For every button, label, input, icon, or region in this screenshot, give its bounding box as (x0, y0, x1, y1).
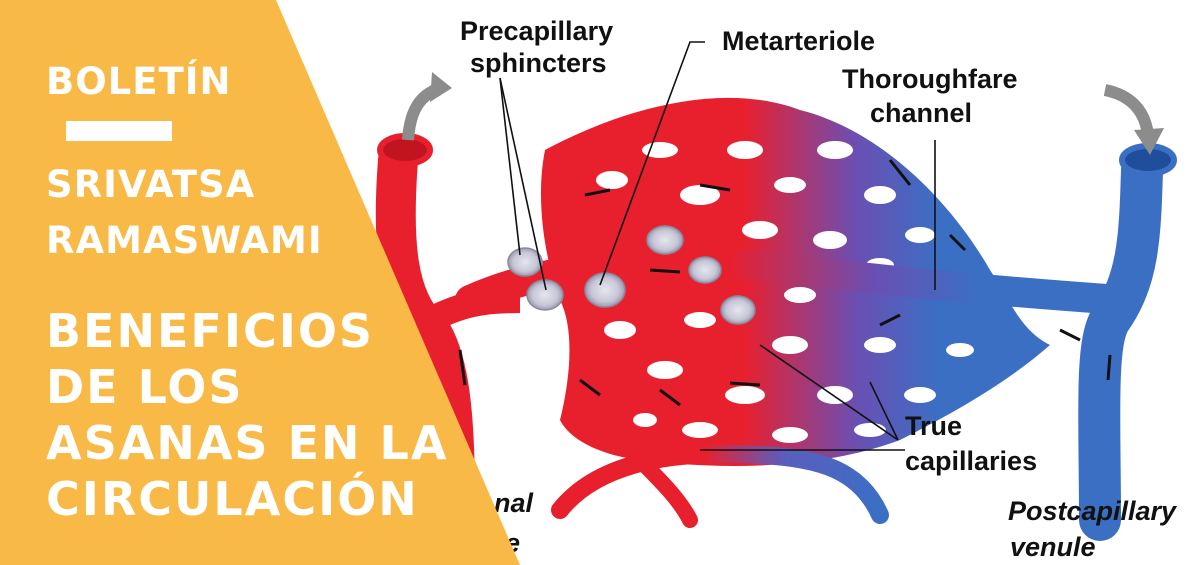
label-postcapillary-line2: venule (1010, 532, 1096, 562)
outflow-arrowhead-icon (1134, 128, 1164, 155)
banner-author-line2: RAMASWAMI (46, 219, 323, 262)
label-thoroughfare-line1: Thoroughfare (842, 64, 1018, 94)
label-thoroughfare-line2: channel (870, 98, 972, 128)
banner-title-line3: ASANAS EN LA (46, 416, 449, 470)
label-true-line2: capillaries (905, 446, 1037, 476)
banner-title-line1: BENEFICIOS (46, 304, 375, 358)
metarteriole-channel (455, 247, 1135, 315)
label-precapillary-line2: sphincters (470, 48, 607, 78)
outflow-arrow-icon (1103, 84, 1154, 136)
label-terminal-arteriole-partial2: e (505, 528, 520, 558)
label-terminal-arteriole-partial1: nal (494, 488, 534, 518)
label-metarteriole: Metarteriole (722, 26, 875, 56)
banner-title-line2: DE LOS (46, 360, 244, 414)
banner-kicker: BOLETÍN (46, 60, 232, 103)
terminal-arteriole-opening (377, 133, 433, 167)
lower-branch (632, 452, 698, 528)
banner-divider (66, 121, 172, 141)
precapillary-sphincters (507, 225, 756, 325)
label-true-line1: True (905, 411, 962, 441)
banner-title-line4: CIRCULACIÓN (46, 472, 419, 526)
postcapillary-venule (1078, 149, 1163, 541)
terminal-arteriole-branch (424, 287, 521, 332)
capillary-mesh-holes (596, 141, 974, 443)
inflow-arrowhead-icon (430, 72, 452, 102)
banner-author-line1: SRIVATSA (46, 163, 256, 206)
lower-vessel (551, 444, 889, 524)
label-postcapillary-line1: Postcapillary (1008, 496, 1178, 526)
label-precapillary-line1: Precapillary (460, 16, 613, 46)
